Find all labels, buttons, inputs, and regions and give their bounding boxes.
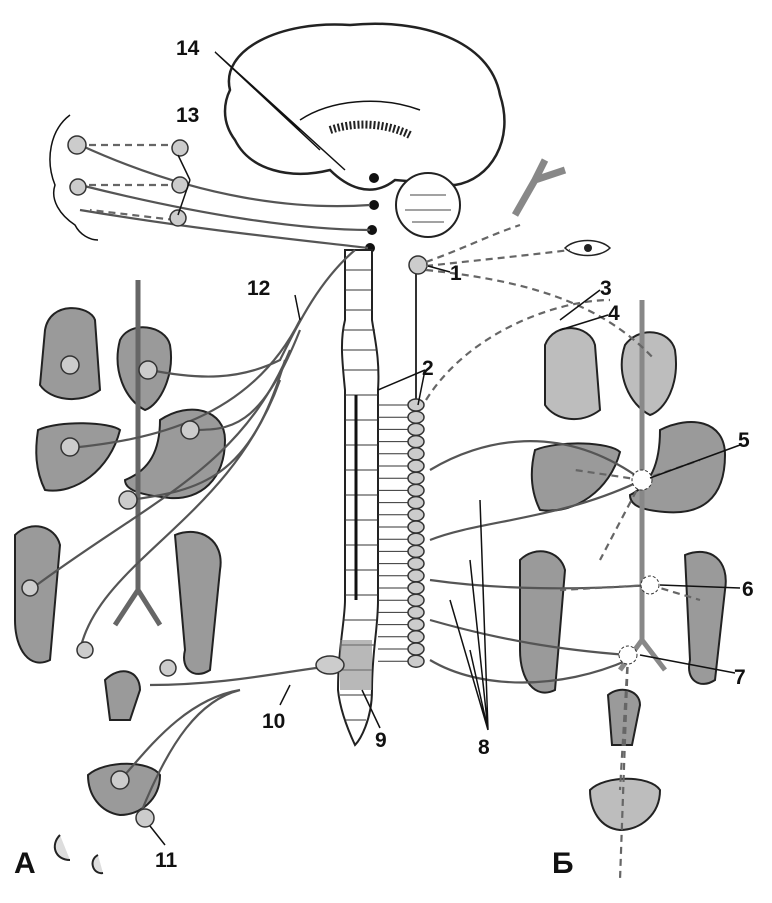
sympathetic-ganglion <box>407 410 425 424</box>
panel-label-b: Б <box>552 847 574 880</box>
sympathetic-nerves <box>425 223 701 881</box>
sympathetic-ganglion <box>407 398 425 412</box>
label-10: 10 <box>262 710 285 733</box>
sympathetic-ganglion <box>407 459 425 473</box>
parasympathetic-organs <box>14 280 227 875</box>
sympathetic-ganglion <box>407 520 425 534</box>
sympathetic-ganglion <box>407 532 425 546</box>
cerebellum <box>395 172 461 238</box>
label-8: 8 <box>478 736 490 759</box>
label-2: 2 <box>422 357 434 380</box>
sympathetic-organs <box>511 158 727 832</box>
heart-right <box>620 331 677 417</box>
sympathetic-ganglion <box>407 617 425 632</box>
parasympathetic-nerves <box>21 135 371 828</box>
sympathetic-ganglion <box>407 642 425 656</box>
brain <box>223 22 506 253</box>
sympathetic-ganglion <box>407 434 425 449</box>
label-3: 3 <box>600 277 612 300</box>
sympathetic-ganglion <box>407 654 425 668</box>
label-1: 1 <box>450 262 462 285</box>
sympathetic-ganglion <box>407 593 425 607</box>
sympathetic-ganglion <box>407 483 425 498</box>
sympathetic-ganglion <box>407 508 425 522</box>
label-13: 13 <box>176 104 199 127</box>
colon-ascending-left <box>14 525 62 664</box>
spinal-cord <box>336 249 380 747</box>
lung-left <box>38 307 102 401</box>
label-pointers <box>149 51 741 846</box>
label-12: 12 <box>247 277 270 300</box>
label-5: 5 <box>738 429 750 452</box>
sympathetic-ganglion <box>407 605 425 620</box>
colon-ascending-right <box>519 550 567 694</box>
sympathetic-trunk <box>378 255 428 668</box>
liver-left <box>35 422 122 492</box>
label-9: 9 <box>375 729 387 752</box>
liver-right <box>530 442 622 512</box>
sympathetic-ganglion <box>407 495 425 510</box>
label-7: 7 <box>734 666 746 689</box>
sympathetic-ganglion <box>407 447 425 461</box>
blood-vessel <box>511 158 567 217</box>
sympathetic-ganglion <box>407 544 425 559</box>
colon-descending-left <box>173 530 222 675</box>
colon-descending-right <box>683 550 727 685</box>
label-6: 6 <box>742 578 754 601</box>
sympathetic-ganglion <box>407 630 425 644</box>
panel-label-a: А <box>14 847 36 880</box>
sympathetic-ganglion <box>407 569 425 583</box>
face-profile <box>49 114 99 241</box>
lung-right <box>544 327 602 421</box>
bladder-left <box>86 762 162 817</box>
rectum-left <box>103 670 142 721</box>
label-11: 11 <box>155 849 178 872</box>
label-14: 14 <box>176 37 200 60</box>
sympathetic-ganglion <box>407 556 425 571</box>
label-4: 4 <box>608 302 620 325</box>
sympathetic-ganglion <box>407 422 425 437</box>
sympathetic-ganglion <box>407 471 425 485</box>
sympathetic-ganglion <box>407 581 425 595</box>
bladder-right <box>588 777 662 832</box>
